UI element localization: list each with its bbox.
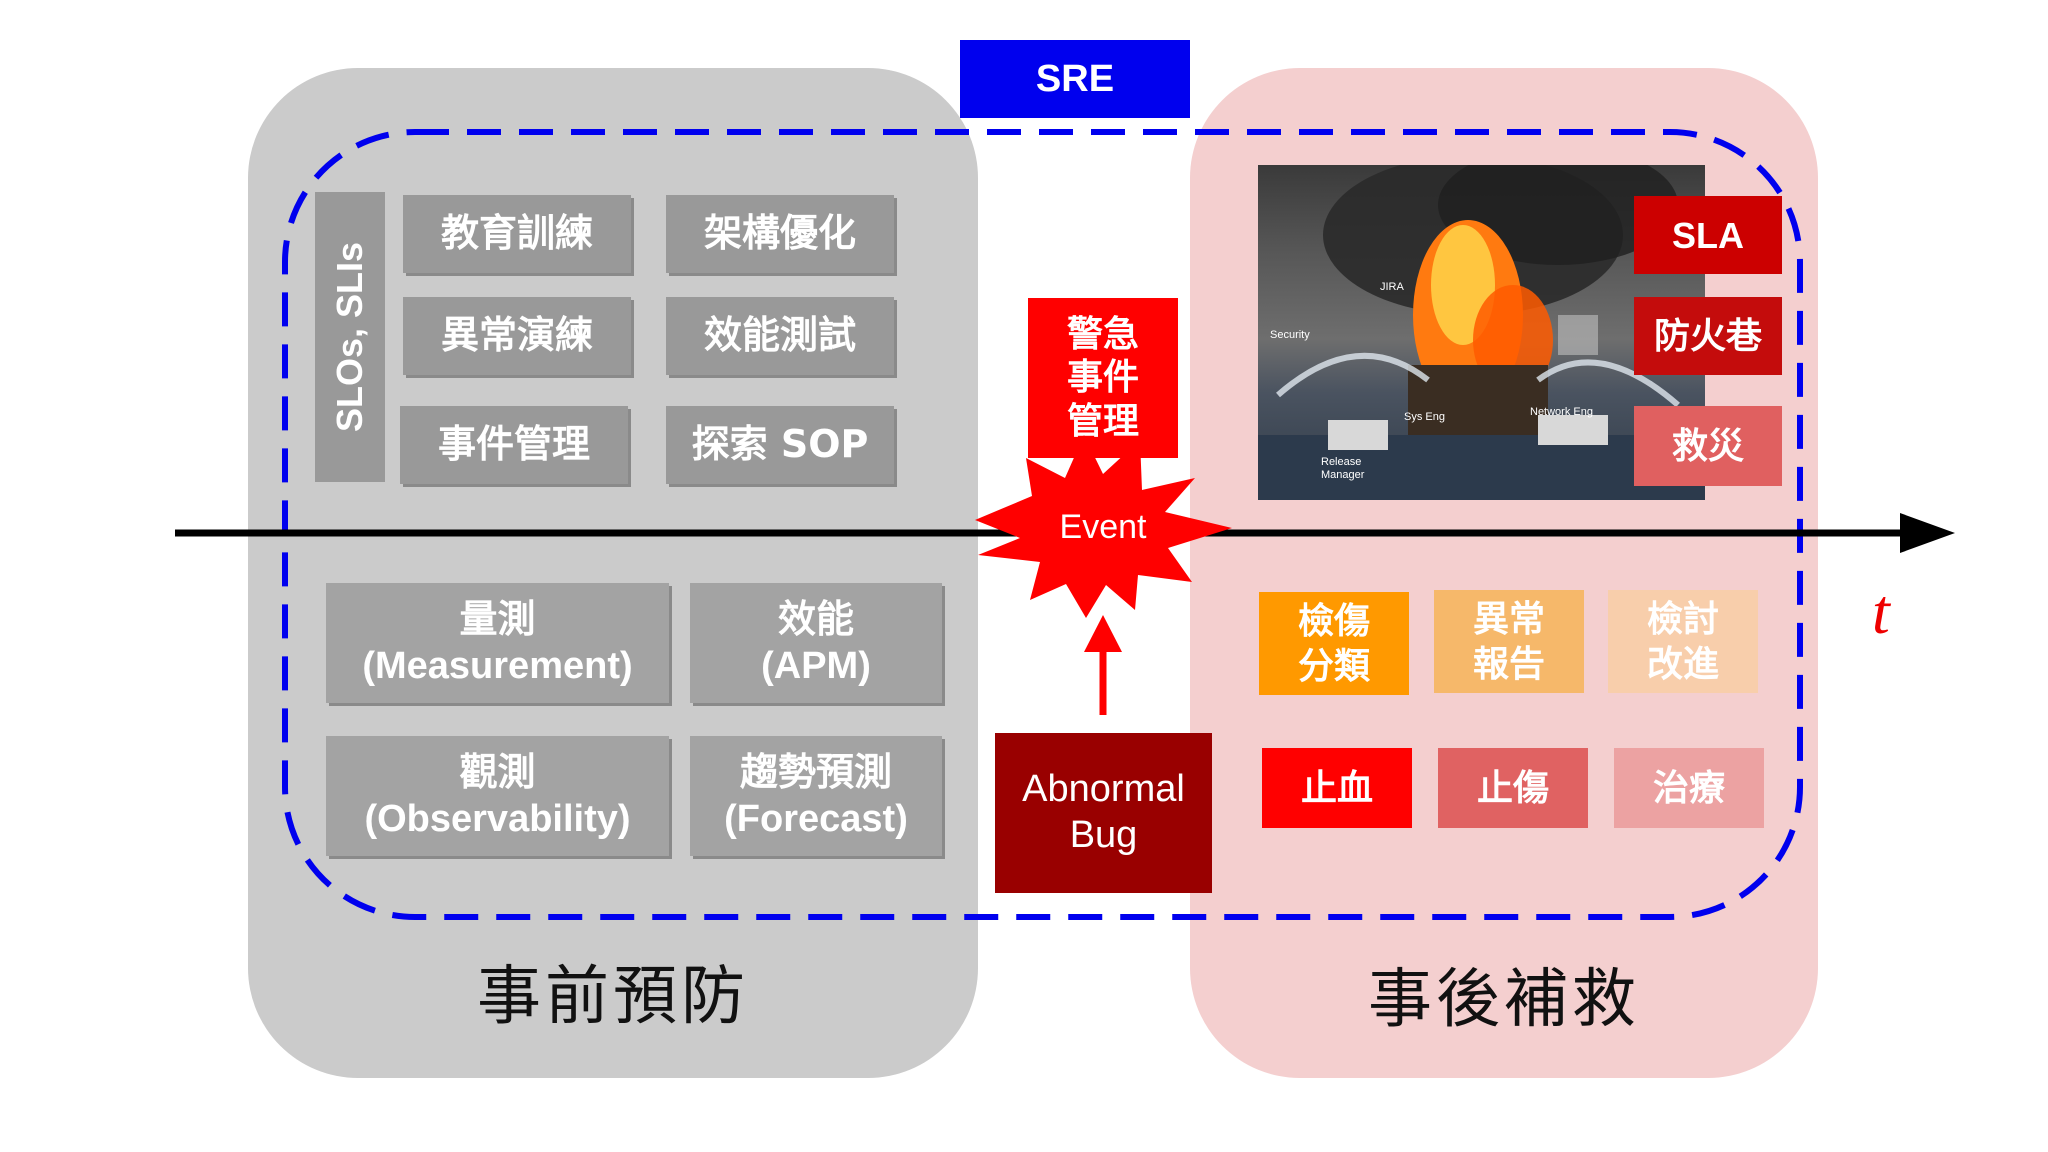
photo-label-manager: Manager xyxy=(1321,469,1365,481)
incident-photo: JIRA Security Sys Eng Network Eng Releas… xyxy=(1258,165,1705,500)
anomaly-report-line1: 異常 xyxy=(1472,598,1545,640)
triage-line1: 檢傷 xyxy=(1297,600,1370,642)
abnormal-bug-box: Abnormal Bug xyxy=(995,733,1212,893)
apm-en: (APM) xyxy=(761,645,871,687)
alert-incident-box: 警急 事件 管理 xyxy=(1028,298,1178,458)
alert-line1: 警急 xyxy=(1066,314,1139,356)
photo-label-jira: JIRA xyxy=(1380,281,1404,293)
event-starburst xyxy=(975,435,1232,618)
time-axis-label: t xyxy=(1872,576,1890,647)
measurement-en: (Measurement) xyxy=(362,645,633,687)
photo-label-sys-eng: Sys Eng xyxy=(1404,411,1445,423)
slo-sli-bar: SLOs, SLIs xyxy=(315,192,385,482)
remediation-title: 事後補救 xyxy=(1368,963,1640,1037)
review-line1: 檢討 xyxy=(1646,598,1719,640)
time-axis-arrowhead xyxy=(1900,513,1955,553)
bug-arrowhead xyxy=(1084,615,1122,652)
prevention-title: 事前預防 xyxy=(477,960,749,1034)
practice-training: 教育訓練 xyxy=(403,195,631,273)
sla-box: SLA xyxy=(1634,196,1782,274)
treatment-box: 治療 xyxy=(1614,748,1764,828)
stop-bleeding-box: 止血 xyxy=(1262,748,1412,828)
practice-architecture: 架構優化 xyxy=(666,195,894,273)
observability-zh: 觀測 xyxy=(459,749,536,794)
photo-label-network-eng: Network Eng xyxy=(1530,406,1593,418)
alert-line3: 管理 xyxy=(1066,400,1139,442)
anomaly-report-box: 異常 報告 xyxy=(1434,590,1584,693)
observability-en: (Observability) xyxy=(364,798,631,840)
stop-injury-box: 止傷 xyxy=(1438,748,1588,828)
measurement-box: 量測 (Measurement) xyxy=(326,583,669,703)
forecast-zh: 趨勢預測 xyxy=(739,749,892,794)
apm-box: 效能 (APM) xyxy=(690,583,942,703)
measurement-zh: 量測 xyxy=(459,596,536,641)
apm-zh: 效能 xyxy=(777,596,854,641)
sre-label: SRE xyxy=(960,40,1190,118)
review-box: 檢討 改進 xyxy=(1608,590,1758,693)
triage-box: 檢傷 分類 xyxy=(1259,592,1409,695)
anomaly-report-line2: 報告 xyxy=(1472,643,1545,685)
photo-label-release: Release xyxy=(1321,456,1362,468)
practice-perf-test: 效能測試 xyxy=(666,297,894,375)
photo-label-security: Security xyxy=(1270,329,1310,341)
bug-line2: Bug xyxy=(1069,814,1138,856)
observability-box: 觀測 (Observability) xyxy=(326,736,669,856)
fire-illustration xyxy=(1258,165,1705,500)
practice-sop: 探索 SOP xyxy=(666,406,894,484)
rescue-box: 救災 xyxy=(1634,406,1782,486)
triage-line2: 分類 xyxy=(1297,645,1370,687)
bug-line1: Abnormal xyxy=(1022,768,1185,811)
firebreak-box: 防火巷 xyxy=(1634,297,1782,375)
review-line2: 改進 xyxy=(1646,643,1719,685)
event-label: Event xyxy=(1059,508,1147,546)
practice-drill: 異常演練 xyxy=(403,297,631,375)
practice-incident-mgmt: 事件管理 xyxy=(400,406,628,484)
alert-line2: 事件 xyxy=(1066,357,1139,399)
forecast-en: (Forecast) xyxy=(724,798,908,840)
forecast-box: 趨勢預測 (Forecast) xyxy=(690,736,942,856)
